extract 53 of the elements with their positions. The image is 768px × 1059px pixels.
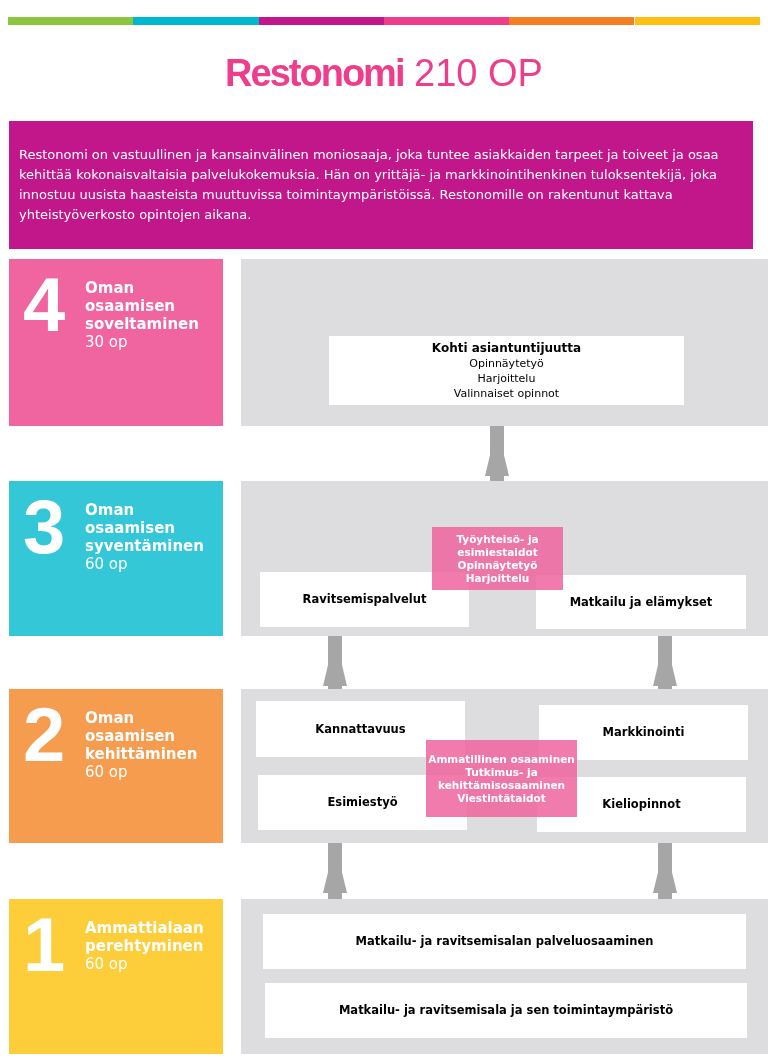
course-text: Matkailu- ja ravitsemisalan palveluosaaminen	[355, 934, 654, 949]
level-box	[9, 689, 223, 843]
credit-text: 60 op	[85, 763, 128, 781]
level-number: 3	[23, 489, 66, 565]
course-text: Esimiestyö	[327, 795, 398, 810]
course-text: Matkailu ja elämykset	[569, 594, 713, 610]
highlight-box	[432, 527, 563, 590]
level-box	[9, 259, 223, 426]
course-text: Kieliopinnot	[602, 797, 681, 812]
course-box	[256, 701, 465, 757]
description-box	[9, 121, 753, 249]
level-title: Ammattialaan perehtyminen	[85, 919, 205, 955]
course-box	[536, 575, 746, 629]
course-text: Ravitsemispalvelut	[302, 592, 427, 607]
block-arrow	[653, 636, 677, 689]
course-text: Matkailu- ja ravitsemisala ja sen toimintaympäristö	[338, 1003, 674, 1018]
level-number: 1	[23, 907, 66, 983]
highlight-text: Opinnäytetyö	[457, 558, 538, 572]
course-text: Harjoittelu	[477, 370, 536, 386]
block-arrow	[653, 843, 677, 899]
course-text: Opinnäytetyö	[469, 355, 544, 371]
level-box	[9, 899, 223, 1054]
block-arrow	[323, 636, 347, 689]
course-text: Markkinointi	[602, 725, 685, 740]
block-arrow	[485, 426, 509, 481]
level-title: Oman osaamisen syventäminen	[85, 501, 205, 555]
credit-text: 60 op	[85, 555, 128, 573]
level-number: 4	[23, 267, 66, 343]
highlight-text: Harjoittelu	[465, 571, 530, 585]
level-panel	[241, 259, 768, 426]
level-box	[9, 481, 223, 636]
title: Restonomi 210 OP	[224, 52, 544, 95]
description-text: Restonomi on vastuullinen ja kansainvälinen moniosaaja, joka tuntee asiakkaiden tarpeet ja toiveet ja osaa kehittää kokonaisvaltaisia palvelukokemuksia. Hän on yrittäjä- ja markkinointihenkinen tuloksentekijä, joka innostuu uusista haasteista muuttuvissa toimintaympäristöissä. Restonomille on rakentunut kattava yhteistyöverkosto opintojen aikana.	[19, 146, 720, 224]
highlight-text: Tutkimus- ja kehittämisosaaminen	[436, 765, 567, 792]
level-number: 2	[23, 697, 66, 773]
highlight-text: Viestintätaidot	[457, 791, 546, 805]
highlight-text: Ammatillinen osaaminen	[428, 752, 575, 766]
course-box	[265, 983, 747, 1038]
highlight-text: Työyhteisö- ja esimiestaidot	[455, 532, 540, 559]
course-heading: Kohti asiantuntijuutta	[431, 340, 582, 356]
level-panel	[241, 899, 768, 1054]
course-box	[263, 914, 746, 969]
credit-text: 60 op	[85, 955, 128, 973]
credit-text: 30 op	[85, 333, 128, 351]
level-title: Oman osaamisen soveltaminen	[85, 279, 200, 333]
level-panel	[241, 481, 768, 636]
block-arrow	[323, 843, 347, 899]
level-panel	[241, 689, 768, 843]
highlight-box	[426, 740, 577, 817]
course-box	[329, 336, 684, 405]
course-text: Valinnaiset opinnot	[453, 385, 560, 401]
level-title: Oman osaamisen kehittäminen	[85, 709, 199, 763]
course-text: Kannattavuus	[315, 721, 406, 737]
